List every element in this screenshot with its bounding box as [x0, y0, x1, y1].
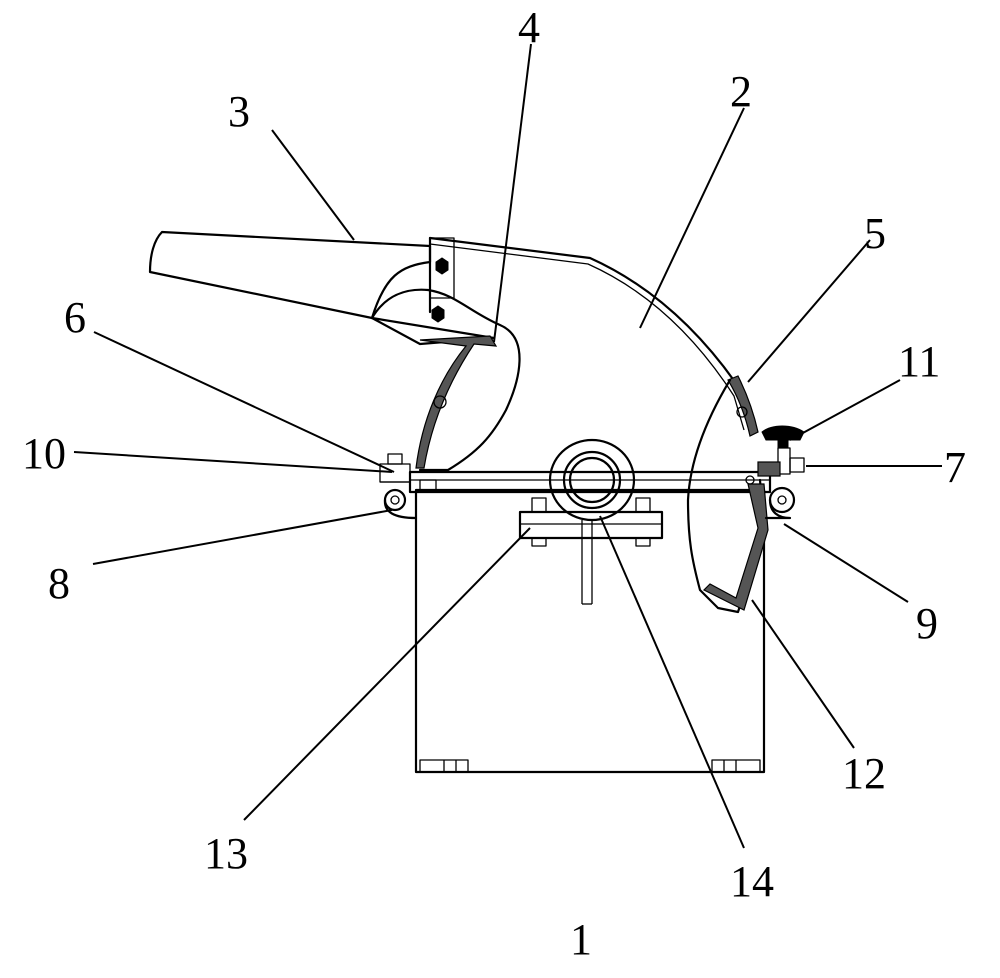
label-11: 11 — [898, 337, 940, 386]
label-7: 7 — [944, 443, 966, 492]
label-12: 12 — [842, 749, 886, 798]
label-10: 10 — [22, 429, 66, 478]
label-5: 5 — [864, 209, 886, 258]
label-2: 2 — [730, 67, 752, 116]
inner-flap — [370, 288, 521, 472]
rotor-bearing — [548, 438, 636, 605]
leader-lines — [73, 43, 942, 849]
left-hinge — [379, 453, 418, 520]
label-4: 4 — [518, 3, 540, 52]
label-13: 13 — [204, 829, 248, 878]
label-6: 6 — [64, 293, 86, 342]
right-hinge-lock — [757, 425, 805, 520]
feed-hopper — [148, 230, 496, 346]
label-1: 1 — [570, 915, 592, 964]
base-body — [414, 488, 766, 774]
motor-mount — [518, 497, 664, 547]
label-14: 14 — [730, 857, 774, 906]
label-3: 3 — [228, 87, 250, 136]
label-9: 9 — [916, 599, 938, 648]
label-8: 8 — [48, 559, 70, 608]
callout-labels: 3 4 2 5 6 11 10 7 8 9 12 13 14 1 — [22, 3, 966, 964]
discharge-chute — [686, 378, 769, 614]
